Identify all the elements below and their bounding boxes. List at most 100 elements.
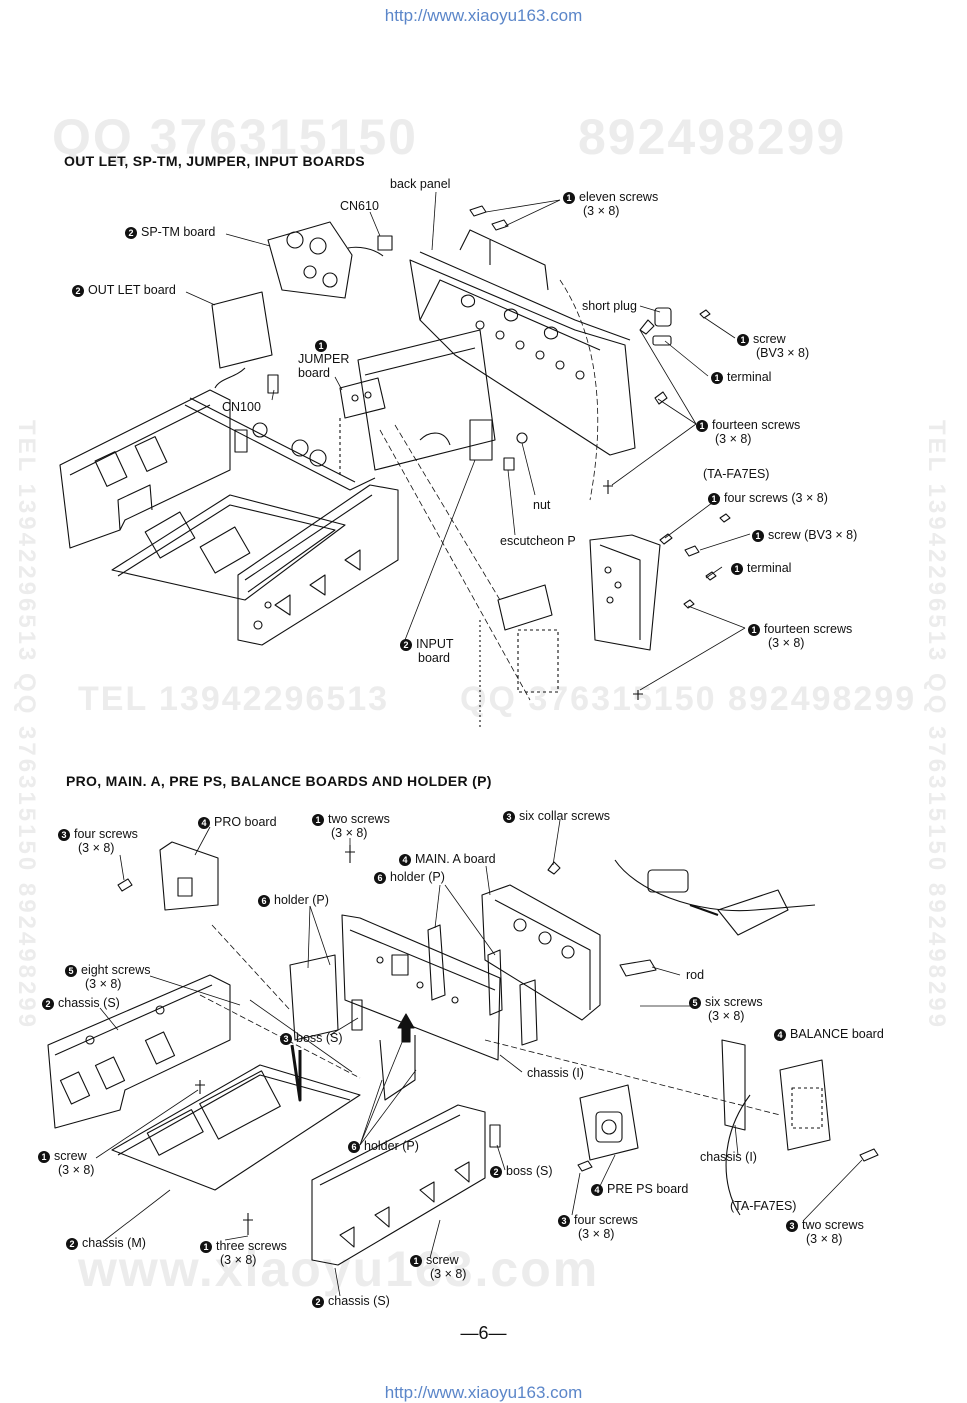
- label-four-screws-bottom-size: (3 × 8): [578, 1227, 615, 1241]
- step-1-badge: 1: [711, 372, 723, 384]
- chassis-s-left-drawing: [48, 975, 230, 1128]
- step-1-badge: 1: [752, 530, 764, 542]
- page-number: —6—: [460, 1323, 507, 1343]
- step-2-badge: 2: [72, 285, 84, 297]
- step-6-badge: 6: [258, 895, 270, 907]
- watermark-top-right: 892498299: [578, 109, 847, 165]
- step-4-badge: 4: [399, 854, 411, 866]
- watermark-bottom: www.xiaoyu163.com: [78, 1241, 600, 1297]
- label-two-screws-fa7es-size: (3 × 8): [806, 1232, 843, 1246]
- step-3-badge: 3: [558, 1215, 570, 1227]
- label-fourteen-screws-fa7es-size: (3 × 8): [768, 636, 805, 650]
- header-url-link[interactable]: http://www.xiaoyu163.com: [384, 6, 583, 25]
- pro-board-drawing: [118, 842, 218, 910]
- pre-ps-board-drawing: [580, 1085, 638, 1160]
- leader-lines-s2: [96, 820, 862, 1296]
- step-1-badge: 1: [731, 563, 743, 575]
- footer-url-link[interactable]: http://www.xiaoyu163.com: [384, 1383, 583, 1402]
- sp-tm-board-drawing: [268, 222, 392, 298]
- step-4-badge: 4: [774, 1029, 786, 1041]
- step-1-badge: 1: [410, 1255, 422, 1267]
- label-jumper: JUMPER: [298, 352, 350, 366]
- chassis-s-front-drawing: [312, 1105, 592, 1265]
- step-3-badge: 3: [503, 811, 515, 823]
- step-2-badge: 2: [42, 998, 54, 1010]
- watermark-mid-left: TEL 13942296513: [78, 680, 390, 718]
- step-4-badge: 4: [198, 817, 210, 829]
- label-three-screws-size: (3 × 8): [220, 1253, 257, 1267]
- label-nut: nut: [533, 498, 551, 512]
- step-1-badge: 1: [737, 334, 749, 346]
- watermark-mid-right: QQ 376315150 892498299: [460, 680, 917, 718]
- label-screw-bv3-size: (BV3 × 8): [756, 346, 810, 360]
- step-3-badge: 3: [786, 1220, 798, 1232]
- section-title-outlet-boards: OUT LET, SP-TM, JUMPER, INPUT BOARDS: [64, 153, 365, 169]
- step-3-badge: 3: [280, 1033, 292, 1045]
- label-eleven-screws-size: (3 × 8): [583, 204, 620, 218]
- label-back-panel: back panel: [390, 177, 451, 191]
- label-cn610: CN610: [340, 199, 379, 213]
- step-2-badge: 2: [312, 1296, 324, 1308]
- label-chassis-i: chassis (I): [527, 1066, 584, 1080]
- step-1-badge: 1: [748, 624, 760, 636]
- main-a-board-drawing: [482, 862, 656, 1020]
- step-6-badge: 6: [348, 1141, 360, 1153]
- step-6-badge: 6: [374, 872, 386, 884]
- label-two-screws-size: (3 × 8): [331, 826, 368, 840]
- right-hardware-s1: [470, 206, 710, 494]
- main-frame-drawing: [290, 845, 537, 1100]
- label-chassis-i-fa7es: chassis (I): [700, 1150, 757, 1164]
- step-4-badge: 4: [591, 1184, 603, 1196]
- step-2-badge: 2: [66, 1238, 78, 1250]
- out-let-board-drawing: [212, 292, 278, 393]
- watermark-side-left: TEL 13942296513 QQ 376315150 892498299: [13, 420, 40, 1030]
- jumper-board-drawing: [340, 378, 385, 475]
- label-fourteen-screws-size: (3 × 8): [715, 432, 752, 446]
- label-screw-front-size: (3 × 8): [430, 1267, 467, 1281]
- fa7es-inset-s1: [480, 514, 730, 730]
- label-eight-screws-size: (3 × 8): [85, 977, 122, 991]
- step-1-badge: 1: [200, 1241, 212, 1253]
- step-3-badge: 3: [58, 829, 70, 841]
- label-ta-fa7es-s2: (TA-FA7ES): [730, 1199, 797, 1213]
- label-rod: rod: [686, 968, 705, 982]
- step-1-badge: 1: [708, 493, 720, 505]
- step-2-badge: 2: [125, 227, 137, 239]
- label-input-board: board: [418, 651, 450, 665]
- label-escutcheon-p: escutcheon P: [500, 534, 576, 548]
- chassis-m-drawing: [112, 1065, 360, 1235]
- input-board-drawing: [358, 330, 495, 470]
- chassis-main-s1: [60, 390, 398, 645]
- label-jumper-board: board: [298, 366, 330, 380]
- section-title-pro-boards: PRO, MAIN. A, PRE PS, BALANCE BOARDS AND…: [66, 773, 492, 789]
- step-1-badge: 1: [38, 1151, 50, 1163]
- step-2-badge: 2: [400, 639, 412, 651]
